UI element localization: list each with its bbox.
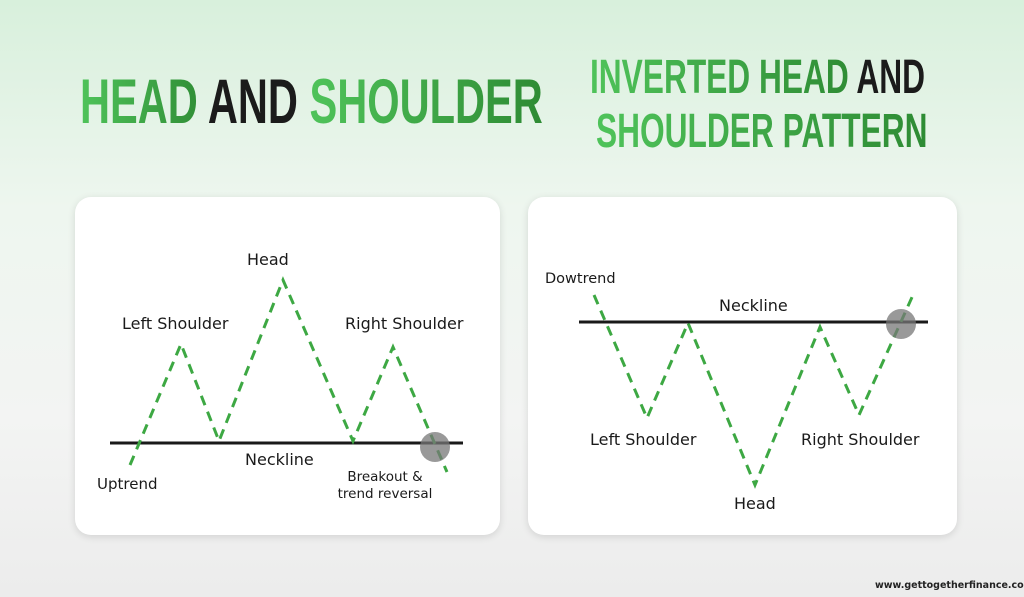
right-title-line1: INVERTED HEAD AND — [590, 51, 926, 104]
breakout-marker — [420, 432, 450, 462]
right-title-line2: SHOULDER PATTERN — [596, 105, 928, 158]
price-path — [128, 276, 449, 473]
left-shoulder-label: Left Shoulder — [122, 314, 229, 333]
website-url: www.gettogetherfinance.com — [875, 580, 1024, 591]
head-label: Head — [734, 494, 776, 513]
breakout-marker — [886, 309, 916, 339]
neckline-label: Neckline — [719, 296, 788, 315]
uptrend-label: Uptrend — [97, 475, 158, 493]
price-path — [592, 294, 915, 489]
downtrend-label: Dowtrend — [545, 271, 616, 287]
head-and-shoulder-diagram — [110, 276, 463, 473]
inverted-head-and-shoulder-panel: Dowtrend Neckline Left Shoulder Right Sh… — [528, 197, 957, 535]
neckline-label: Neckline — [245, 450, 314, 469]
head-and-shoulder-panel: Head Left Shoulder Right Shoulder Neckli… — [75, 197, 500, 535]
head-label: Head — [247, 250, 289, 269]
left-shoulder-label: Left Shoulder — [590, 430, 697, 449]
right-shoulder-label: Right Shoulder — [801, 430, 920, 449]
breakout-label: Breakout &trend reversal — [337, 469, 433, 502]
left-title: HEAD AND SHOULDER — [80, 67, 543, 137]
right-shoulder-label: Right Shoulder — [345, 314, 464, 333]
inverted-head-and-shoulder-diagram — [579, 294, 928, 489]
